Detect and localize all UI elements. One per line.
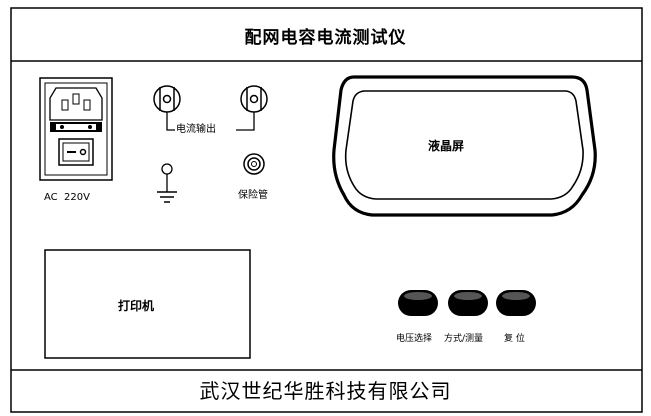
- voltage-select-label: 电压选择: [396, 334, 433, 344]
- power-switch: [58, 138, 94, 166]
- device-title: 配网电容电流测试仪: [244, 28, 407, 48]
- mode-measure-button: [448, 290, 488, 316]
- printer-box: [44, 249, 251, 359]
- current-output-bracket: [166, 112, 255, 131]
- lcd-screen: [332, 75, 597, 217]
- power-inlet-socket: [39, 77, 113, 181]
- voltage-select-button: [398, 290, 438, 316]
- reset-label: 复 位: [504, 334, 525, 344]
- printer-label: 打印机: [118, 299, 155, 313]
- power-inlet-label: AC 220V: [44, 192, 90, 203]
- current-output-terminal-left: [153, 85, 181, 113]
- fuse-label: 保险管: [238, 190, 268, 201]
- reset-button: [496, 290, 536, 316]
- company-name: 武汉世纪华胜科技有限公司: [199, 379, 452, 403]
- current-output-label: 电流输出: [176, 124, 216, 135]
- mode-measure-label: 方式/测量: [444, 334, 484, 344]
- fuse-holder-icon: [243, 153, 265, 175]
- lcd-label: 液晶屏: [428, 139, 465, 153]
- panel-frame: [10, 7, 643, 413]
- current-output-terminal-right: [240, 85, 268, 113]
- iec-plug-icon: [49, 87, 103, 121]
- ground-icon: [157, 163, 177, 203]
